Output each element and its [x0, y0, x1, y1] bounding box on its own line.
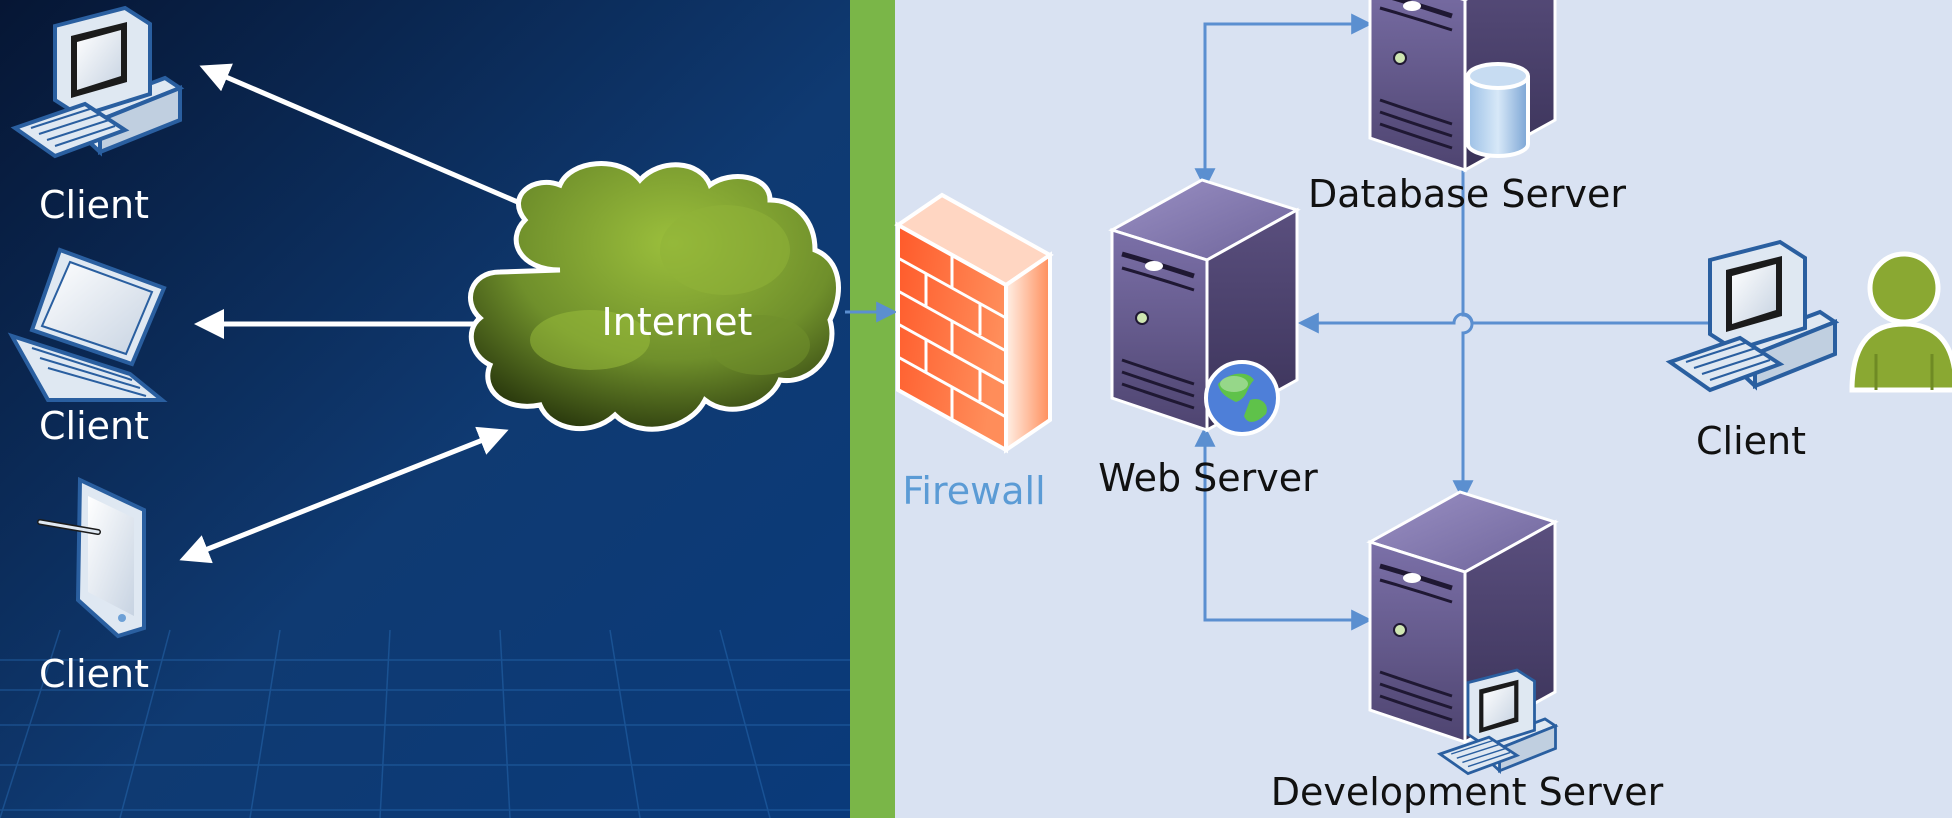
development-server-label: Development Server [1270, 770, 1664, 814]
laptop-icon [7, 247, 168, 402]
database-server-label: Database Server [1307, 172, 1627, 216]
globe-icon [1204, 360, 1280, 436]
connector-web-database [1194, 13, 1373, 190]
client-tablet-label: Client [38, 652, 150, 696]
firewall-label: Firewall [902, 469, 1046, 513]
database-cylinder-icon [1466, 62, 1530, 158]
connector-client-web [1297, 312, 1712, 334]
grid-floor [0, 629, 850, 818]
client-desktop-label: Client [38, 183, 150, 227]
network-boundary [850, 0, 895, 818]
connector-client-internet-3 [179, 426, 509, 564]
client-laptop-label: Client [38, 404, 150, 448]
connector-client-internet-1 [199, 63, 561, 223]
person-icon [1849, 251, 1952, 393]
cloud-icon [468, 161, 841, 432]
client-internal-label: Client [1695, 419, 1807, 463]
internet-label: Internet [601, 300, 753, 344]
connector-web-development [1194, 425, 1373, 631]
web-server-label: Web Server [1098, 456, 1318, 500]
brick-wall-icon [894, 192, 1054, 454]
tablet-icon [37, 476, 146, 639]
